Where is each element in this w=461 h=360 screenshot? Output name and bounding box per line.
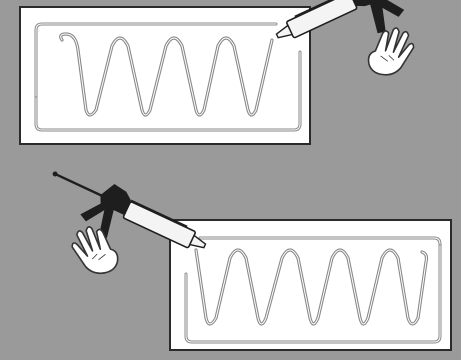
hand-icon [367, 27, 415, 76]
caulking-gun-icon [275, 0, 405, 39]
lower-scene [52, 171, 452, 351]
lower-panel [169, 219, 452, 351]
lower-serpentine-bead [194, 248, 429, 326]
upper-scene [19, 0, 415, 145]
upper-serpentine-bead [59, 32, 274, 117]
upper-panel [19, 6, 311, 145]
hand-icon [71, 226, 119, 275]
caulking-gun-icon [52, 171, 207, 249]
